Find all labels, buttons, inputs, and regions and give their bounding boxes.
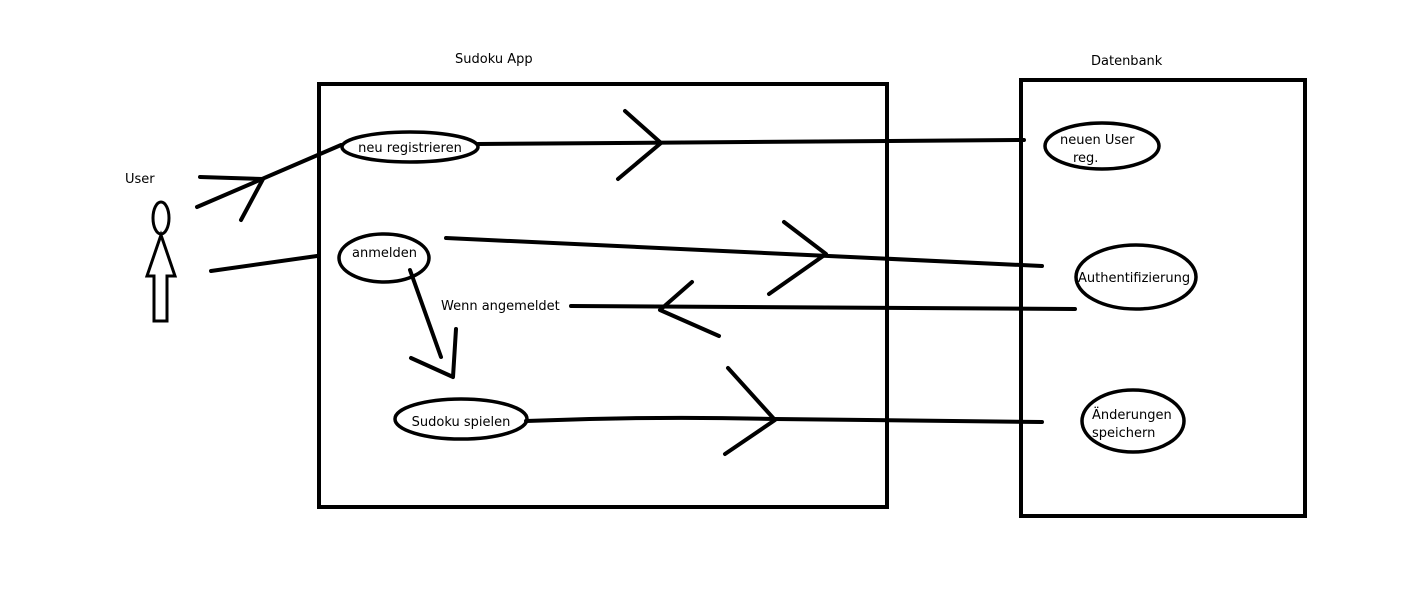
use-case-new-user-label-line2: reg. [1073, 151, 1098, 166]
use-case-authentication: Authentifizierung [1074, 243, 1198, 311]
when-logged-in-note: Wenn angemeldet [441, 299, 560, 314]
auth-to-app-arrow [569, 280, 1077, 338]
use-case-register: neu registrieren [340, 130, 480, 164]
login-to-auth-arrow [444, 220, 1044, 296]
use-case-save-label-line1: Änderungen [1092, 407, 1172, 423]
login-to-play-arrow [408, 268, 458, 379]
use-case-play-label: Sudoku spielen [412, 415, 511, 430]
use-case-new-user: neuen User reg. [1043, 121, 1161, 171]
use-case-new-user-label-line1: neuen User [1060, 133, 1135, 148]
sudoku-app-boundary [317, 82, 889, 509]
actor-label: User [125, 172, 155, 187]
datenbank-title: Datenbank [1091, 54, 1163, 69]
use-case-save-label-line2: speichern [1092, 426, 1155, 441]
use-case-save-changes: Änderungen speichern [1080, 388, 1186, 454]
datenbank-boundary [1019, 78, 1307, 518]
sudoku-app-title: Sudoku App [455, 52, 533, 67]
register-to-db-arrow [476, 109, 1026, 181]
play-to-save-arrow [524, 366, 1044, 456]
use-case-register-label: neu registrieren [358, 141, 462, 156]
actor-to-register-arrow [195, 143, 343, 222]
use-case-play: Sudoku spielen [393, 397, 529, 441]
use-case-login-label: anmelden [352, 246, 417, 261]
stick-figure-icon [144, 200, 178, 323]
actor-to-login-line [209, 254, 319, 273]
use-case-login: anmelden [337, 232, 431, 284]
use-case-authentication-label: Authentifizierung [1078, 271, 1190, 286]
